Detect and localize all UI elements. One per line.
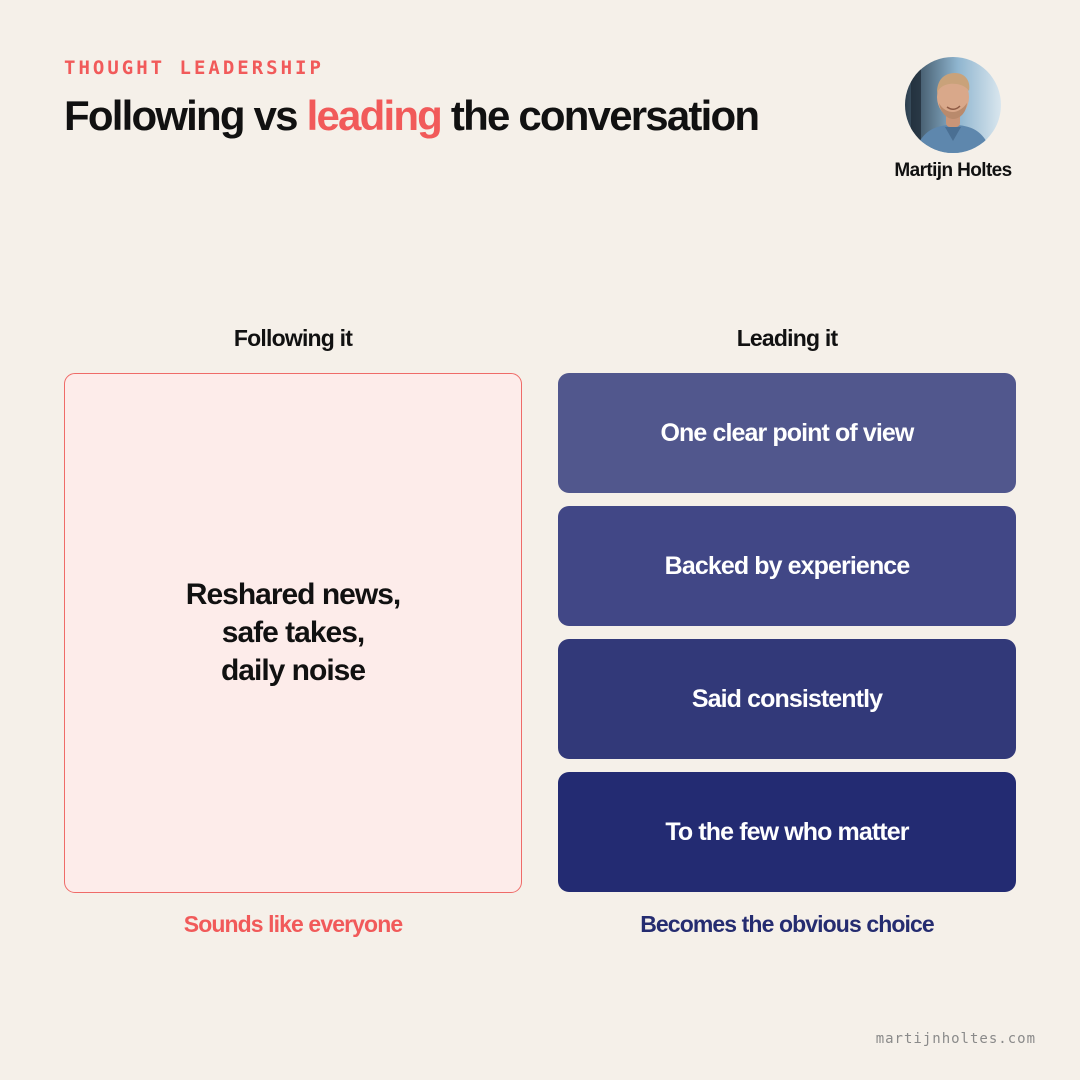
website-url: martijnholtes.com: [875, 1031, 1036, 1047]
title-part-1: Following vs: [64, 92, 307, 139]
eyebrow-label: THOUGHT LEADERSHIP: [64, 57, 324, 79]
avatar-photo: [905, 57, 1001, 153]
avatar: [905, 57, 1001, 153]
leading-card-4: To the few who matter: [558, 772, 1016, 892]
author-name: Martijn Holtes: [894, 160, 1012, 181]
leading-card-1: One clear point of view: [558, 373, 1016, 493]
leading-card-label: One clear point of view: [660, 418, 915, 447]
following-text: Reshared news, safe takes, daily noise: [185, 576, 401, 690]
title-part-2: the conversation: [441, 92, 760, 139]
leading-card-3: Said consistently: [558, 639, 1016, 759]
leading-card-label: Backed by experience: [664, 551, 911, 580]
following-outcome: Sounds like everyone: [183, 911, 403, 937]
title-accent: leading: [306, 92, 443, 139]
leading-heading: Leading it: [736, 325, 838, 351]
leading-card-2: Backed by experience: [558, 506, 1016, 626]
leading-outcome: Becomes the obvious choice: [640, 911, 934, 937]
leading-card-label: To the few who matter: [665, 817, 909, 846]
following-box: Reshared news, safe takes, daily noise: [64, 373, 522, 893]
following-line: safe takes,: [221, 616, 365, 649]
following-heading: Following it: [233, 325, 353, 351]
following-line: Reshared news,: [185, 578, 401, 611]
following-line: daily noise: [220, 654, 366, 687]
page-title: Following vs leading the conversation: [64, 92, 760, 140]
leading-card-label: Said consistently: [691, 684, 883, 713]
